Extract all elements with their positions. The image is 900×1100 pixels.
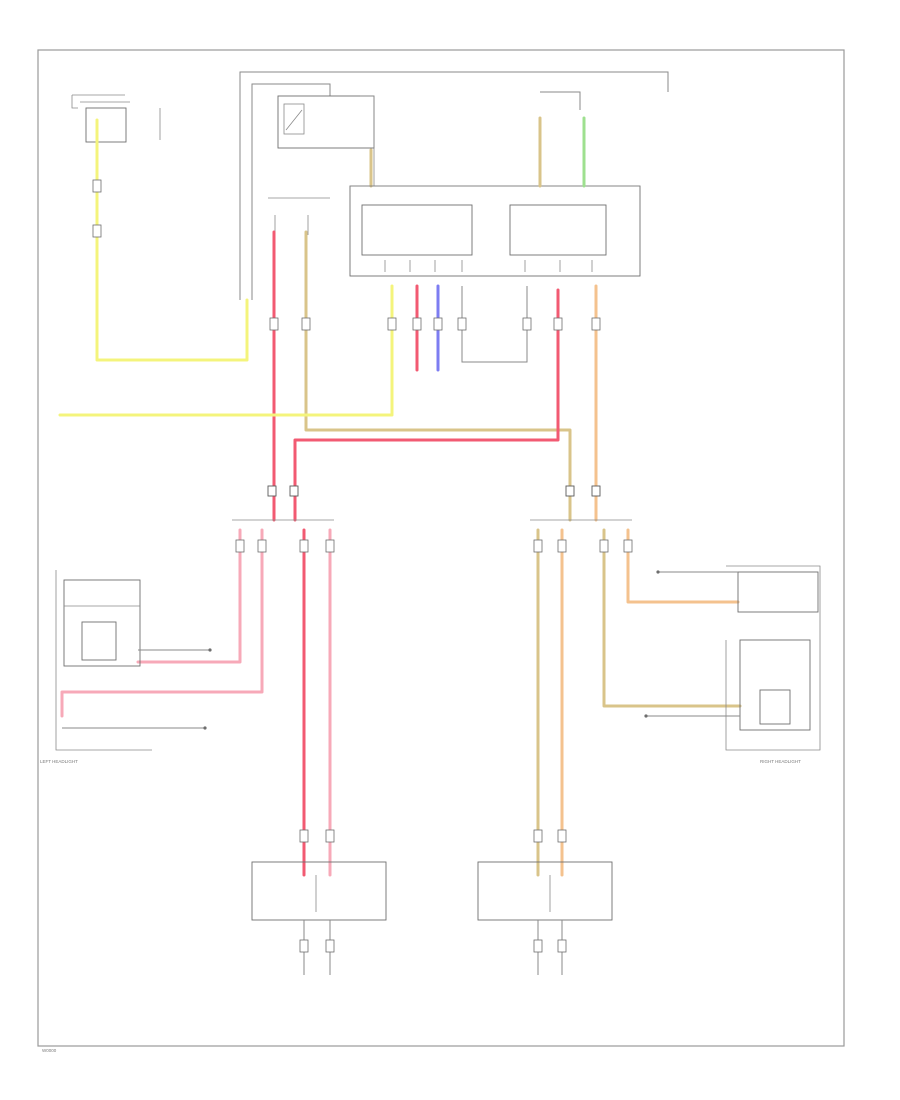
control-module-block <box>349 185 641 277</box>
left-fog-lamp-box <box>251 861 387 921</box>
left-splice-connector <box>232 485 334 521</box>
right-headlight-assembly: RIGHT HEADLIGHT <box>644 565 821 764</box>
headlight-relay-box <box>277 95 375 186</box>
wire-tan-left-main <box>304 230 572 522</box>
wire-gray-ground-link <box>461 286 528 363</box>
top-left-power-source <box>71 94 161 143</box>
left-headlight-label: LEFT HEADLIGHT <box>40 759 78 764</box>
wire-tan-right-lamp-a <box>602 528 742 708</box>
wire-yellow-switch <box>58 284 394 417</box>
wire-yellow-left-feed <box>95 118 249 362</box>
wire-orange-right-lamp-b <box>626 528 740 604</box>
fuse-block-left <box>268 197 330 235</box>
wire-gray-top-bus <box>239 71 669 300</box>
wire-pink-left-lamp-a <box>136 528 242 664</box>
wire-pink-left-lamp-b <box>60 528 264 718</box>
diagram-code: W0000 <box>42 1048 57 1053</box>
right-fog-lamp-box <box>477 861 613 921</box>
wire-red-crossover <box>293 288 560 522</box>
right-splice-connector <box>530 485 632 521</box>
right-headlight-label: RIGHT HEADLIGHT <box>760 759 801 764</box>
left-headlight-assembly: LEFT HEADLIGHT <box>40 570 212 764</box>
connector-ticks <box>92 179 633 953</box>
diagram-border <box>37 49 845 1047</box>
